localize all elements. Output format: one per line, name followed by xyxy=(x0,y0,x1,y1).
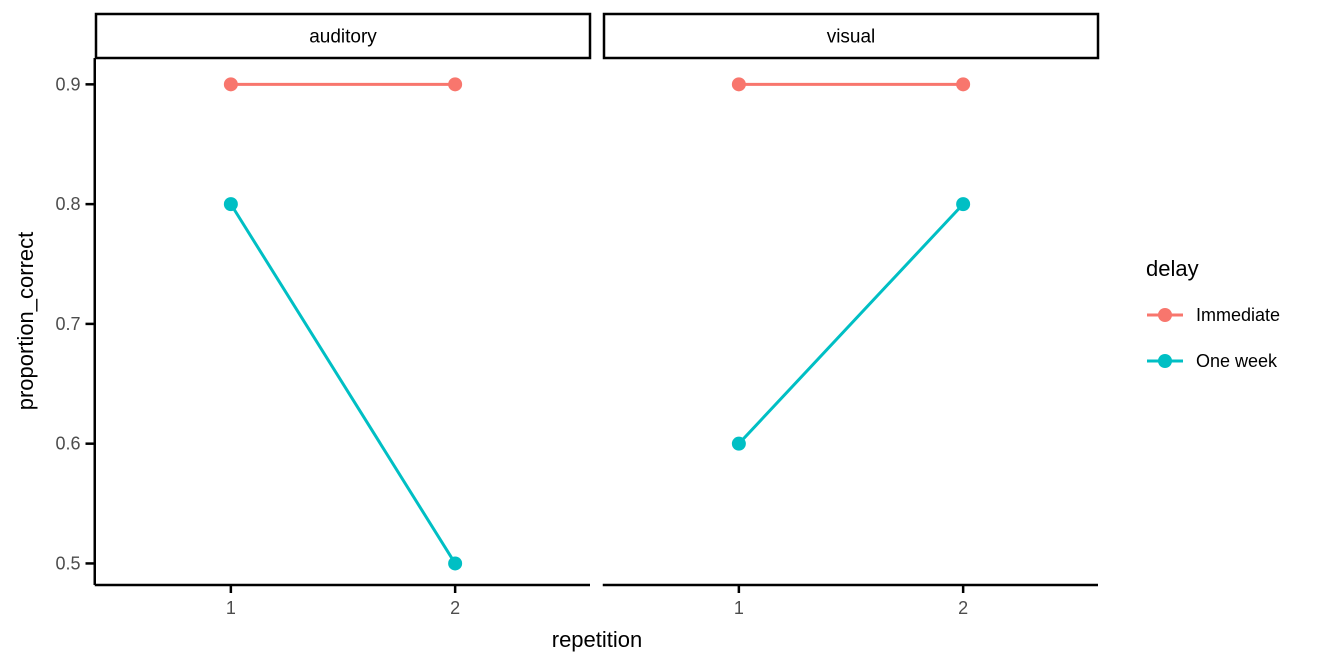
data-point xyxy=(223,77,238,92)
legend-title: delay xyxy=(1146,256,1199,281)
y-axis-tick-label: 0.7 xyxy=(55,314,80,334)
legend-item: One week xyxy=(1146,346,1280,376)
facet-strip-label: visual xyxy=(827,27,876,48)
facet-strip-label: auditory xyxy=(309,27,377,48)
data-line xyxy=(229,202,457,565)
y-axis-title: proportion_correct xyxy=(13,231,38,411)
data-point xyxy=(448,77,463,92)
x-axis-tick-label: 2 xyxy=(450,598,460,618)
y-axis-tick-label: 0.8 xyxy=(55,194,80,214)
x-axis-title: repetition xyxy=(551,627,643,652)
legend-key-icon xyxy=(1147,354,1183,368)
facet-strip xyxy=(94,12,592,60)
legend-item: Immediate xyxy=(1146,300,1280,330)
x-axis-tick-label: 1 xyxy=(226,598,236,618)
x-axis-tick-label: 1 xyxy=(734,598,744,618)
y-axis-tick-label: 0.9 xyxy=(55,74,80,94)
facet-strip xyxy=(602,12,1100,60)
y-axis-tick-label: 0.5 xyxy=(55,553,80,573)
legend-item-label: Immediate xyxy=(1196,304,1281,325)
x-axis-tick-label: 2 xyxy=(958,598,968,618)
data-point xyxy=(731,436,746,451)
legend-item-label: One week xyxy=(1196,350,1278,371)
legend-key-icon xyxy=(1147,308,1183,322)
data-point xyxy=(448,556,463,571)
y-axis-tick-label: 0.6 xyxy=(55,434,80,454)
data-line xyxy=(737,202,965,446)
data-point xyxy=(223,197,238,212)
data-point xyxy=(731,77,746,92)
data-point xyxy=(956,197,971,212)
data-point xyxy=(956,77,971,92)
